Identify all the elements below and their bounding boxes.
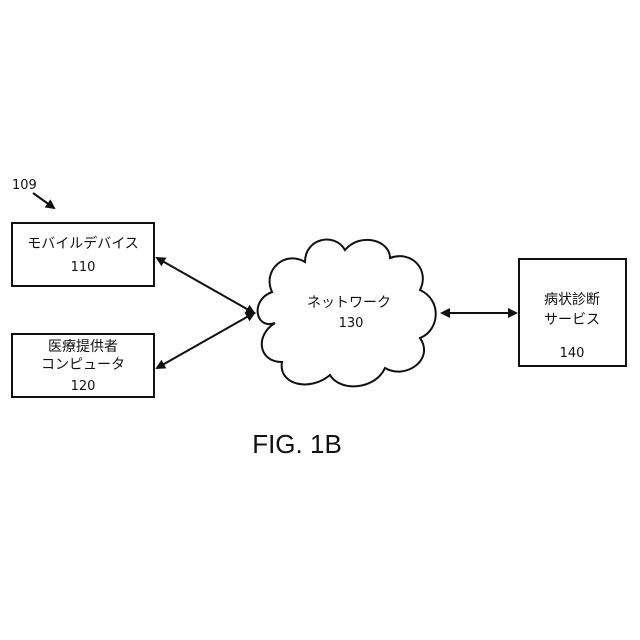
reference-label: 109 — [12, 178, 37, 193]
network-number: 130 — [339, 316, 364, 331]
provider-computer-title-line2: コンピュータ — [41, 357, 125, 373]
edge-mobile-network-arrow — [157, 258, 254, 313]
network-cloud-shape — [258, 240, 436, 387]
edge-provider-network-arrow — [157, 313, 254, 368]
node-mobile-device: モバイルデバイス 110 — [12, 223, 154, 286]
diagnosis-service-number: 140 — [560, 346, 585, 361]
reference-pointer-arrow — [33, 193, 54, 208]
node-network: ネットワーク 130 — [258, 240, 436, 387]
node-provider-computer: 医療提供者 コンピュータ 120 — [12, 334, 154, 397]
node-diagnosis-service: 病状診断 サービス 140 — [519, 259, 626, 366]
mobile-device-number: 110 — [71, 260, 96, 275]
provider-computer-title-line1: 医療提供者 — [48, 338, 118, 355]
figure-caption: FIG. 1B — [252, 429, 342, 459]
diagnosis-service-title-line1: 病状診断 — [544, 292, 600, 308]
diagnosis-service-title-line2: サービス — [544, 312, 600, 328]
mobile-device-title: モバイルデバイス — [27, 235, 139, 252]
provider-computer-number: 120 — [71, 379, 96, 394]
mobile-device-box — [12, 223, 154, 286]
network-title: ネットワーク — [307, 295, 391, 311]
